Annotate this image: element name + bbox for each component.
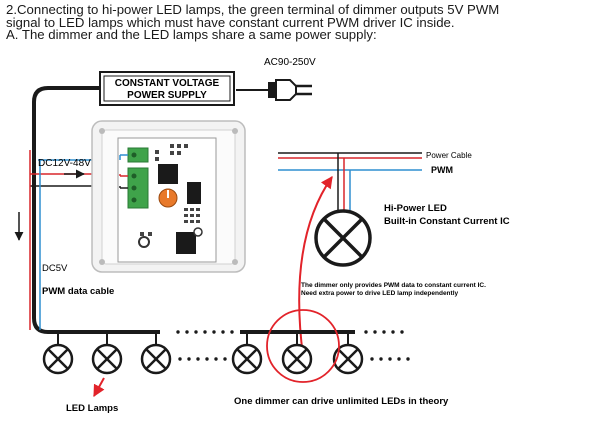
continuation-dots-bottom [178, 357, 410, 361]
dimmer-module [91, 120, 246, 273]
ac-plug-icon [236, 79, 312, 101]
led-lamps-label: LED Lamps [66, 403, 118, 414]
power-supply-title-1: CONSTANT VOLTAGE [115, 78, 220, 89]
highlight-circle [266, 309, 340, 383]
led-lamp-icon-1 [42, 343, 74, 375]
hi-power-led-title: Hi-Power LED [384, 203, 447, 214]
pwm-label: PWM [431, 165, 453, 175]
power-supply-title-2: POWER SUPPLY [127, 90, 207, 101]
instruction-heading: 2.Connecting to hi-power LED lamps, the … [6, 2, 596, 43]
dc5v-label: DC5V [42, 263, 68, 274]
hi-power-led-subtitle: Built-in Constant Current IC [384, 216, 510, 227]
led-lamp-icon-5 [281, 343, 313, 375]
heading-line-3: A. The dimmer and the LED lamps share a … [6, 27, 377, 43]
note-line-2: Need extra power to drive LED lamp indep… [301, 290, 459, 297]
highlight-arrow [298, 176, 333, 357]
ac-input-label: AC90-250V [264, 57, 316, 68]
led-lamp-icon-6 [332, 343, 364, 375]
continuation-dots-top [176, 330, 404, 334]
hi-power-led-lamp-icon [314, 209, 372, 267]
unlimited-leds-caption: One dimmer can drive unlimited LEDs in t… [234, 396, 449, 407]
led-lamp-icon-4 [231, 343, 263, 375]
power-cable-label: Power Cable [426, 151, 472, 160]
dc-input-label: DC12V-48V [38, 158, 91, 169]
note-line-1: The dimmer only provides PWM data to con… [301, 282, 486, 289]
heading-line-2: signal to LED lamps which must have cons… [6, 14, 455, 30]
led-lamp-icon-2 [91, 343, 123, 375]
led-lamps-arrow [93, 377, 105, 398]
heading-line-1: 2.Connecting to hi-power LED lamps, the … [6, 2, 500, 17]
power-supply-box: CONSTANT VOLTAGE POWER SUPPLY [99, 71, 235, 106]
main-supply-wire [32, 86, 160, 334]
pwm-data-cable-label: PWM data cable [42, 286, 114, 297]
led-lamp-icon-3 [140, 343, 172, 375]
